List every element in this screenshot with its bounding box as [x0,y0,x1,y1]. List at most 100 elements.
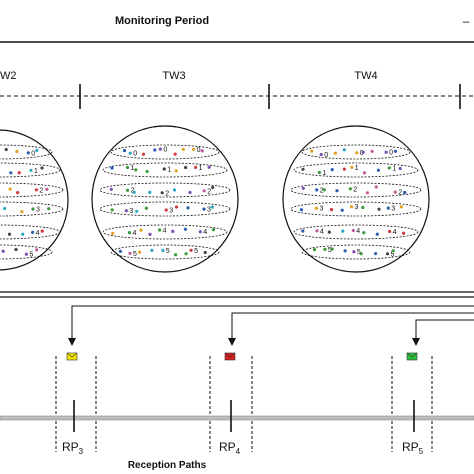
event-dot [299,208,303,212]
row-index-label: 5 [133,251,137,258]
event-dot [350,165,354,169]
row-index-label: 2 [320,187,324,194]
event-dot [200,149,204,153]
event-dot [4,147,8,152]
row-index-label: 0 [360,150,364,157]
event-dot [333,151,337,155]
row-index-label: 2 [131,188,135,195]
event-dot [162,167,166,171]
event-dot [30,230,35,234]
event-dot [16,191,20,195]
event-dot [402,231,406,235]
window-circle-tw4 [282,125,430,273]
event-dot [340,208,344,212]
row-index-label: 2 [353,186,357,193]
event-dot [393,149,398,153]
event-dot [110,208,114,212]
event-dot [398,166,402,171]
event-dot [343,249,347,253]
row-index-label: 2 [398,190,402,197]
event-dot [122,149,127,153]
window-label-w2: W2 [0,70,17,82]
rp5-label: RP5 [402,440,424,456]
event-dot [139,228,143,232]
row-index-label: 3 [129,208,133,215]
row-index-label: 3 [320,206,324,213]
event-dot [150,248,154,252]
event-dot [352,250,356,254]
event-dot [211,185,215,190]
monitoring-period-title: Monitoring Period [115,15,209,27]
event-dot [171,229,175,233]
event-dot [125,165,130,170]
event-dot [355,151,359,155]
row-index-label: 1 [322,170,326,177]
event-dot [40,166,44,170]
row-index-label: 1 [355,165,359,172]
row-ellipse-w2-0 [0,144,53,160]
event-dot [315,188,319,192]
row-index-label: 0 [197,147,201,154]
event-dot [144,206,148,210]
event-dot [173,152,177,156]
event-dot [399,205,403,209]
row-ellipse-tw4-2 [290,182,422,198]
event-dot [109,187,113,191]
event-dot [322,188,326,192]
row-index-label: 4 [356,228,360,235]
event-dot [351,228,355,233]
event-dot [374,185,378,189]
event-dot [158,228,162,232]
event-dot [126,188,130,192]
row-ellipse-tw4-5 [301,244,411,260]
event-dot [315,229,319,233]
row-index-label: 4 [320,228,324,235]
event-dot [385,252,390,256]
event-dot [135,209,139,213]
event-dot [391,249,395,253]
event-dot [35,148,39,152]
event-dot [7,232,12,236]
row-ellipse-tw4-3 [290,201,422,217]
event-dot [127,231,132,235]
row-index-label: 4 [133,230,137,237]
row-ellipse-tw4-1 [293,162,419,178]
row-index-label: 5 [357,249,361,256]
event-dot [172,188,177,192]
event-dot [203,250,207,255]
row-index-label: 3 [169,208,173,215]
envelope-icon-rp4 [224,352,236,361]
event-dot [349,205,354,209]
arrowhead-rp4 [228,338,236,346]
row-index-label: 0 [31,150,35,157]
event-dot [118,249,122,253]
row-ellipse-tw3-3 [99,201,231,217]
event-dot [348,187,352,191]
row-index-label: 5 [29,252,33,259]
row-index-label: 1 [392,165,396,172]
event-dot [310,149,314,153]
event-dot [174,205,179,209]
row-ellipse-tw3-4 [102,224,228,240]
window-circle-w2 [0,129,69,271]
row-ellipse-tw4-4 [293,224,419,240]
row-index-label: 1 [34,168,38,175]
event-dot [330,247,334,251]
event-dot [211,228,216,232]
arrow-to-rp4 [231,312,474,340]
row-index-label: 1 [167,167,171,174]
row-index-label: 0 [324,152,328,159]
arrowhead-rp3 [68,338,76,346]
reception-paths-title: Reception Paths [128,460,207,471]
event-dot [330,168,334,172]
row-index-label: 2 [207,188,211,195]
event-dot [21,232,25,236]
event-dot [377,207,381,211]
event-dot [384,150,388,154]
event-dot [31,207,35,211]
row-ellipse-w2-3 [0,201,64,217]
event-dot [15,149,19,154]
event-dot [359,252,363,256]
